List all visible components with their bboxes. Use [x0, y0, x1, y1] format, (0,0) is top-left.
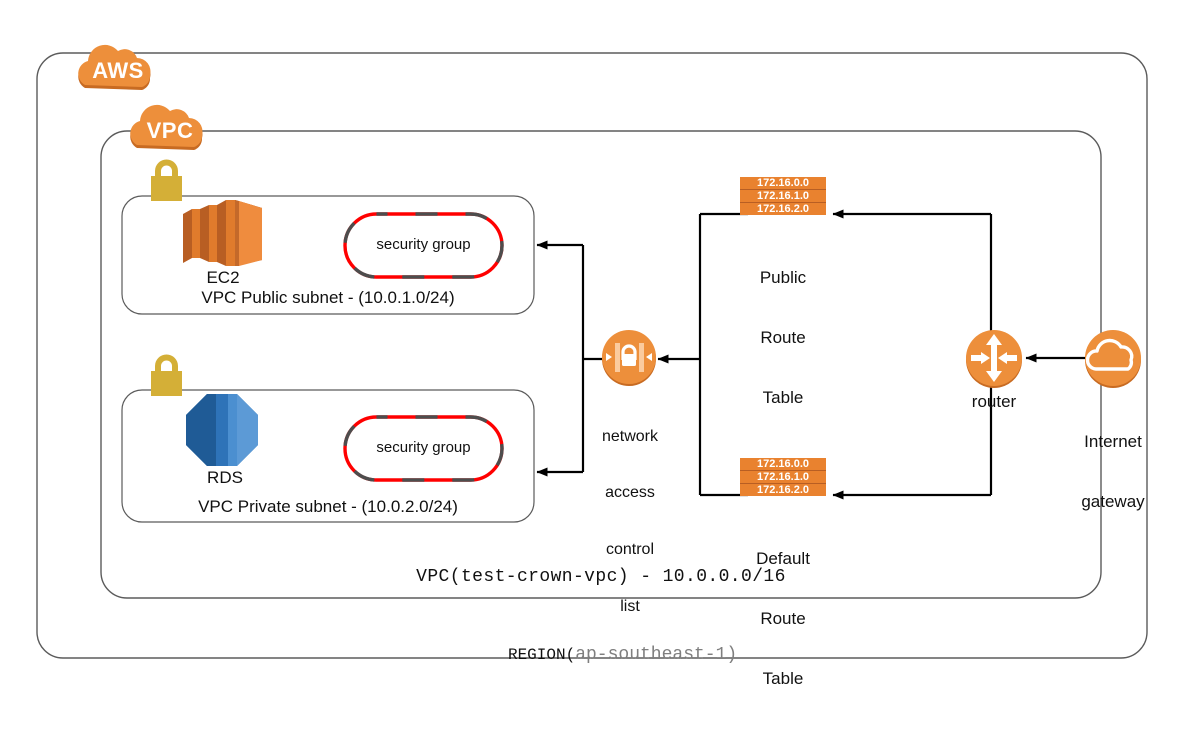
public-subnet-caption: VPC Public subnet - (10.0.1.0/24) [201, 288, 455, 307]
public-route-table-label-line-2: Route [760, 328, 806, 348]
connector-nacl-to-subnets [536, 240, 603, 477]
network-acl-label-line-2: access [605, 484, 655, 502]
public-security-group-dashes [343, 212, 504, 279]
default-route-table-label-line-2: Route [760, 609, 806, 629]
private-security-group[interactable] [343, 415, 504, 482]
default-route-table-row-2: 172.16.2.0 [740, 484, 826, 496]
default-route-table[interactable]: 172.16.0.0 172.16.1.0 172.16.2.0 [740, 458, 826, 496]
public-subnet-boundary [121, 195, 535, 315]
region-footer-suffix: ) [726, 645, 738, 666]
public-subnet-lock-icon [151, 159, 182, 201]
diagram-svg [36, 44, 1148, 659]
region-footer-prefix: REGION( [507, 646, 576, 665]
vpc-footer-label: VPC(test-crown-vpc) - 10.0.0.0/16 [416, 567, 786, 587]
network-acl-icon[interactable] [602, 330, 656, 386]
public-route-table-row-0: 172.16.0.0 [740, 177, 826, 190]
default-route-table-row-1: 172.16.1.0 [740, 471, 826, 484]
public-route-table-label-line-1: Public [759, 268, 807, 288]
router-label: router [971, 392, 1017, 411]
ec2-icon [183, 200, 262, 266]
network-acl-label-line-1: network [601, 427, 659, 445]
public-security-group-label: security group [376, 236, 471, 253]
region-footer-label: REGION(ap-southeast-1) [301, 624, 901, 688]
default-route-table-label-line-1: Default [756, 549, 810, 569]
private-security-group-label: security group [376, 439, 471, 456]
region-footer-value: ap-southeast-1 [575, 645, 727, 666]
private-subnet-lock-icon [151, 354, 182, 396]
private-security-group-dashes [343, 415, 504, 482]
connector-router-to-routetables [832, 209, 993, 500]
rds-icon [186, 394, 258, 466]
public-route-table[interactable]: 172.16.0.0 172.16.1.0 172.16.2.0 [740, 177, 826, 215]
ec2-label: EC2 [206, 268, 240, 287]
public-route-table-label-line-3: Table [762, 388, 804, 408]
aws-cloud-badge [78, 44, 151, 90]
private-subnet-boundary [121, 389, 535, 523]
aws-badge-label: AWS [92, 58, 144, 83]
router-icon[interactable] [966, 330, 1022, 388]
vpc-badge-label: VPC [146, 118, 194, 143]
public-route-table-row-1: 172.16.1.0 [740, 190, 826, 203]
network-acl-label-line-3: control [605, 541, 655, 558]
internet-gateway-label-line-1: Internet [1084, 432, 1142, 452]
public-route-table-label: Public Route Table [725, 228, 841, 449]
public-route-table-row-2: 172.16.2.0 [740, 203, 826, 215]
default-route-table-label: Default Route Table [725, 509, 841, 730]
public-security-group[interactable] [343, 212, 504, 279]
rds-label: RDS [207, 468, 243, 487]
internet-gateway-label-line-2: gateway [1081, 492, 1145, 512]
network-acl-label-line-4: list [620, 597, 640, 615]
default-route-table-row-0: 172.16.0.0 [740, 458, 826, 471]
default-route-table-label-line-3: Table [762, 669, 804, 689]
network-acl-label: network access control list [574, 390, 686, 654]
private-subnet-caption: VPC Private subnet - (10.0.2.0/24) [198, 497, 458, 516]
internet-gateway-label: Internet gateway [1055, 392, 1171, 552]
vpc-cloud-badge [130, 104, 203, 150]
region-boundary [36, 52, 1148, 659]
diagram-canvas: AWS VPC EC2 VPC Public subnet - (10.0.1.… [36, 44, 1171, 688]
internet-gateway-icon[interactable] [1085, 330, 1141, 388]
